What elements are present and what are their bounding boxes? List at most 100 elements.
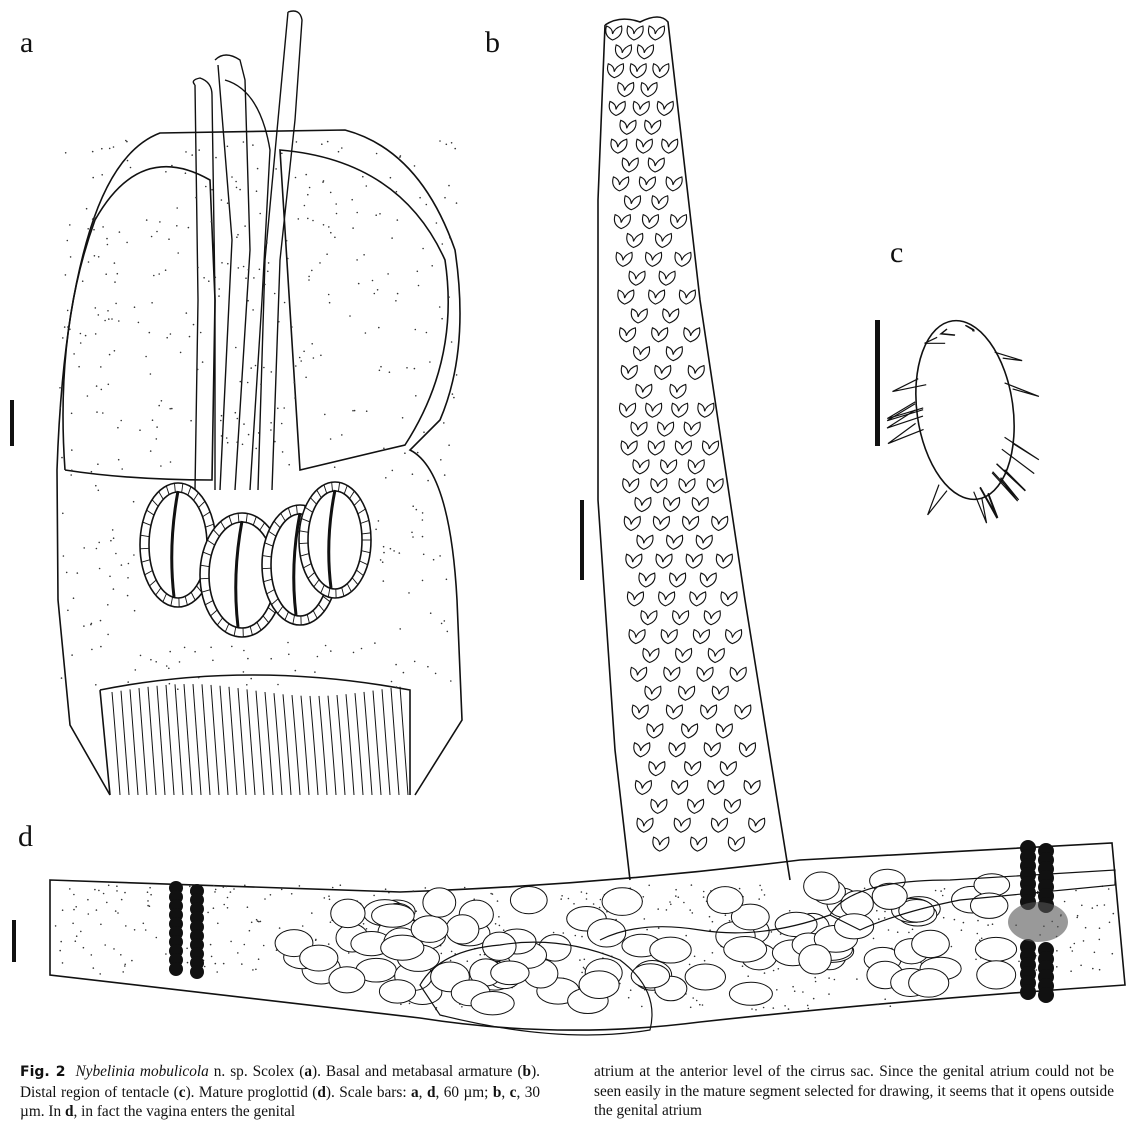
stipple-dot bbox=[280, 888, 283, 891]
stipple-dot bbox=[1084, 926, 1087, 929]
stipple-dot bbox=[434, 672, 437, 675]
tentacle-tip bbox=[915, 319, 1015, 501]
stipple-dot bbox=[401, 417, 404, 419]
stipple-dot bbox=[116, 272, 119, 275]
stria bbox=[120, 690, 130, 796]
hook bbox=[613, 213, 631, 230]
stipple-dot bbox=[677, 896, 680, 898]
stipple-dot bbox=[479, 953, 482, 956]
bulb-muscle bbox=[249, 626, 253, 636]
hook bbox=[684, 760, 702, 777]
hook bbox=[719, 760, 737, 777]
stipple-dot bbox=[440, 459, 442, 461]
hook bbox=[660, 628, 678, 645]
stipple-dot bbox=[889, 1005, 892, 1007]
bulb-muscle bbox=[320, 584, 325, 594]
stipple-dot bbox=[312, 357, 315, 359]
stipple-dot bbox=[711, 952, 714, 954]
stipple-dot bbox=[690, 884, 693, 886]
figure-drawings bbox=[10, 10, 1126, 1036]
stipple-dot bbox=[116, 885, 118, 887]
stipple-dot bbox=[195, 196, 197, 199]
stipple-dot bbox=[102, 226, 104, 228]
stipple-dot bbox=[98, 889, 100, 892]
stipple-dot bbox=[498, 924, 501, 927]
stipple-dot bbox=[382, 545, 385, 548]
stipple-dot bbox=[760, 889, 763, 891]
scale-bar-c bbox=[875, 320, 880, 446]
stipple-dot bbox=[93, 255, 96, 257]
vitelline-follicle bbox=[190, 965, 204, 979]
stria bbox=[264, 691, 274, 796]
hook bbox=[651, 195, 669, 211]
stipple-dot bbox=[283, 407, 286, 409]
stipple-dot bbox=[399, 156, 401, 158]
hook bbox=[703, 742, 721, 758]
hook bbox=[626, 25, 644, 41]
caption-ref: a bbox=[304, 1063, 312, 1080]
stipple-dot bbox=[95, 385, 98, 387]
stipple-dot bbox=[399, 155, 402, 157]
stipple-dot bbox=[203, 277, 205, 279]
bulb-muscle bbox=[259, 522, 265, 531]
stria bbox=[237, 687, 247, 796]
stipple-dot bbox=[278, 927, 281, 929]
stipple-dot bbox=[388, 371, 391, 374]
stipple-dot bbox=[250, 367, 252, 369]
testis bbox=[976, 960, 1017, 990]
stipple-dot bbox=[158, 273, 160, 275]
stipple-dot bbox=[689, 1006, 692, 1009]
bulb-muscle bbox=[144, 570, 153, 576]
stipple-dot bbox=[883, 917, 886, 919]
caption-text: , bbox=[501, 1083, 510, 1101]
stipple-dot bbox=[156, 426, 158, 428]
stipple-dot bbox=[248, 929, 251, 932]
stipple-dot bbox=[1091, 907, 1094, 909]
stipple-dot bbox=[244, 225, 246, 227]
stipple-dot bbox=[95, 684, 97, 686]
stipple-dot bbox=[792, 985, 794, 988]
stipple-dot bbox=[70, 474, 72, 476]
hook bbox=[706, 478, 724, 494]
stipple-dot bbox=[976, 932, 979, 935]
hook bbox=[683, 327, 701, 343]
hook bbox=[652, 836, 670, 852]
stipple-dot bbox=[297, 218, 300, 220]
hook bbox=[689, 591, 707, 607]
figure-number: Fig. 2 bbox=[20, 1064, 66, 1080]
stria bbox=[300, 695, 310, 796]
stipple-dot bbox=[387, 273, 389, 275]
stipple-dot bbox=[236, 441, 238, 444]
testis bbox=[630, 963, 671, 989]
hook bbox=[700, 704, 718, 720]
stipple-dot bbox=[1075, 889, 1077, 892]
stipple-dot bbox=[373, 894, 375, 897]
tentacle-sheath bbox=[327, 489, 337, 589]
stipple-dot bbox=[111, 529, 114, 531]
stipple-dot bbox=[443, 474, 446, 476]
stipple-dot bbox=[295, 365, 297, 367]
stipple-dot bbox=[78, 365, 80, 368]
stipple-dot bbox=[412, 505, 415, 508]
spine bbox=[927, 484, 948, 516]
stipple-dot bbox=[90, 623, 92, 626]
proglottid-outline bbox=[49, 842, 1126, 1031]
hook bbox=[671, 402, 689, 418]
bulb-muscle bbox=[228, 515, 233, 525]
testis bbox=[834, 913, 875, 940]
stipple-dot bbox=[776, 989, 778, 991]
stipple-dot bbox=[191, 154, 193, 156]
stipple-dot bbox=[1096, 904, 1098, 907]
stipple-dot bbox=[81, 280, 84, 283]
stipple-dot bbox=[104, 944, 106, 946]
stipple-dot bbox=[669, 901, 671, 903]
hook bbox=[660, 459, 678, 475]
caption-text: ). Scale bars: bbox=[325, 1083, 412, 1101]
stipple-dot bbox=[107, 310, 109, 312]
stipple-dot bbox=[581, 971, 583, 974]
stipple-dot bbox=[100, 645, 102, 648]
stipple-dot bbox=[412, 536, 414, 538]
hook bbox=[652, 63, 670, 79]
hook bbox=[620, 440, 638, 456]
stipple-dot bbox=[72, 922, 74, 925]
